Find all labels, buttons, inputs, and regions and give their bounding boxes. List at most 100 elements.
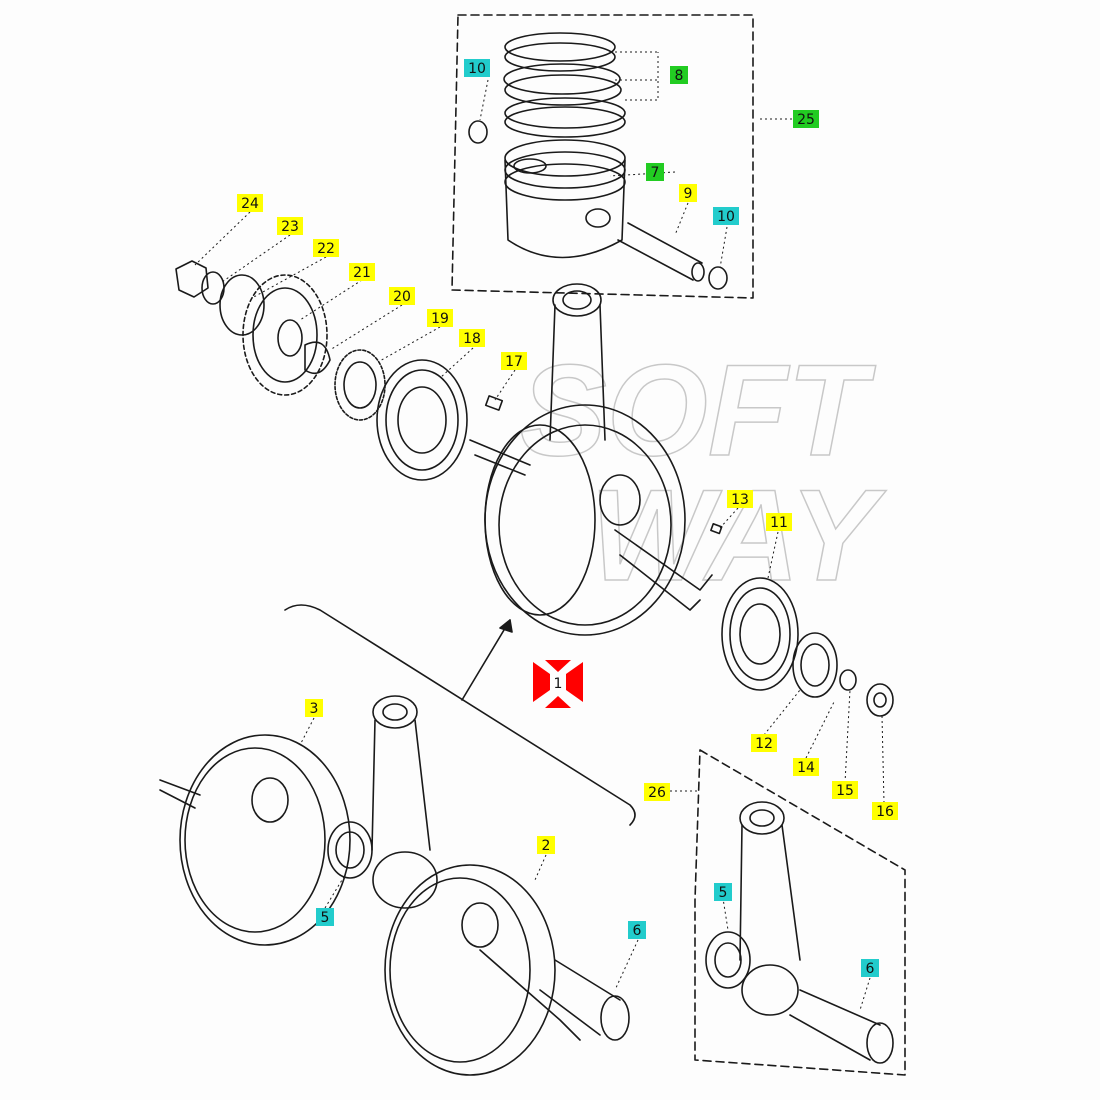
callout-6: 6: [861, 959, 879, 977]
callout-number: 2: [542, 838, 551, 854]
callout-number: 25: [797, 112, 815, 128]
callout-number: 19: [431, 311, 449, 327]
watermark-line-1: SOFT: [520, 337, 876, 483]
callout-number: 5: [719, 885, 728, 901]
callout-number: 23: [281, 219, 299, 235]
callout-number: 15: [836, 783, 854, 799]
callout-tag: [501, 352, 527, 370]
callout-number: 17: [505, 354, 523, 370]
callout-tag: [714, 883, 732, 901]
callout-number: 12: [755, 736, 773, 752]
callout-tag: [389, 287, 415, 305]
callout-number: 22: [317, 241, 335, 257]
callout-tag: [793, 110, 819, 128]
callout-tag: [832, 781, 858, 799]
callout-13: 13: [727, 490, 753, 508]
woodruff-key: [484, 395, 723, 535]
callout-tag: [679, 184, 697, 202]
callout-number: 21: [353, 265, 371, 281]
callout-3: 3: [305, 699, 323, 717]
callout-number: 10: [468, 61, 486, 77]
callout-12: 12: [751, 734, 777, 752]
callout-11: 11: [766, 513, 792, 531]
callout-25: 25: [793, 110, 819, 128]
callout-tag: [727, 490, 753, 508]
callout-22: 22: [313, 239, 339, 257]
watermark-line-2: WAY: [590, 462, 887, 608]
conrod-kit: [705, 801, 894, 1064]
callout-number: 9: [684, 186, 693, 202]
bearing-left: [376, 359, 468, 481]
crankshaft-main: [469, 404, 713, 636]
callout-number: 1: [554, 676, 563, 692]
callout-tag: [349, 263, 375, 281]
primary-gear-stack: [175, 260, 386, 421]
callout-tag: [713, 207, 739, 225]
callout-17: 17: [501, 352, 527, 370]
callout-1: 1: [554, 676, 563, 692]
callout-tag: [628, 921, 646, 939]
marker-arrow-left: [533, 662, 550, 702]
callout-24: 24: [237, 194, 263, 212]
callout-10: 10: [464, 59, 490, 77]
callout-tag: [793, 758, 819, 776]
callout-5: 5: [316, 908, 334, 926]
callout-9: 9: [679, 184, 697, 202]
callout-20: 20: [389, 287, 415, 305]
conrod-lower: [371, 695, 438, 909]
callout-23: 23: [277, 217, 303, 235]
piston-kit-box: [451, 14, 754, 299]
bearing-right: [721, 577, 799, 691]
callout-tag: [766, 513, 792, 531]
callout-tag: [537, 836, 555, 854]
callout-number: 6: [633, 923, 642, 939]
callout-number: 18: [463, 331, 481, 347]
callout-5: 5: [714, 883, 732, 901]
callout-number: 24: [241, 196, 259, 212]
callout-8: 8: [670, 66, 688, 84]
leader-lines: [194, 51, 885, 1011]
callout-number: 10: [717, 209, 735, 225]
callout-tag: [644, 783, 670, 801]
callout-14: 14: [793, 758, 819, 776]
callout-number: 6: [866, 961, 875, 977]
washer-and-nut-right: [839, 669, 894, 717]
callout-10: 10: [713, 207, 739, 225]
callout-tag: [237, 194, 263, 212]
callout-number: 5: [321, 910, 330, 926]
line-art: [159, 14, 906, 1076]
marker-arrow-right: [566, 662, 583, 702]
callout-tag: [316, 908, 334, 926]
callout-tag: [464, 59, 490, 77]
callout-18: 18: [459, 329, 485, 347]
callout-number: 11: [770, 515, 788, 531]
callout-tag: [459, 329, 485, 347]
watermark: SOFT WAY: [519, 336, 887, 609]
callout-number: 16: [876, 804, 894, 820]
callout-tag: [313, 239, 339, 257]
connecting-rod-main: [549, 283, 606, 441]
oil-seal: [792, 632, 838, 698]
callout-tag: [277, 217, 303, 235]
callout-number: 14: [797, 760, 815, 776]
callout-tag: [305, 699, 323, 717]
callout-tag: [861, 959, 879, 977]
callout-number: 13: [731, 492, 749, 508]
callout-2: 2: [537, 836, 555, 854]
callout-number: 8: [675, 68, 684, 84]
callout-tag: [427, 309, 453, 327]
piston: [504, 139, 626, 259]
callout-tag: [751, 734, 777, 752]
callout-16: 16: [872, 802, 898, 820]
crank-half-right: [384, 864, 581, 1076]
callout-26: 26: [644, 783, 670, 801]
callout-number: 3: [310, 701, 319, 717]
crank-half-left: [159, 734, 351, 946]
callout-7: 7: [646, 163, 664, 181]
callout-15: 15: [832, 781, 858, 799]
callout-tag: [670, 66, 688, 84]
red-reference-marker: [533, 660, 583, 708]
callout-number: 26: [648, 785, 666, 801]
